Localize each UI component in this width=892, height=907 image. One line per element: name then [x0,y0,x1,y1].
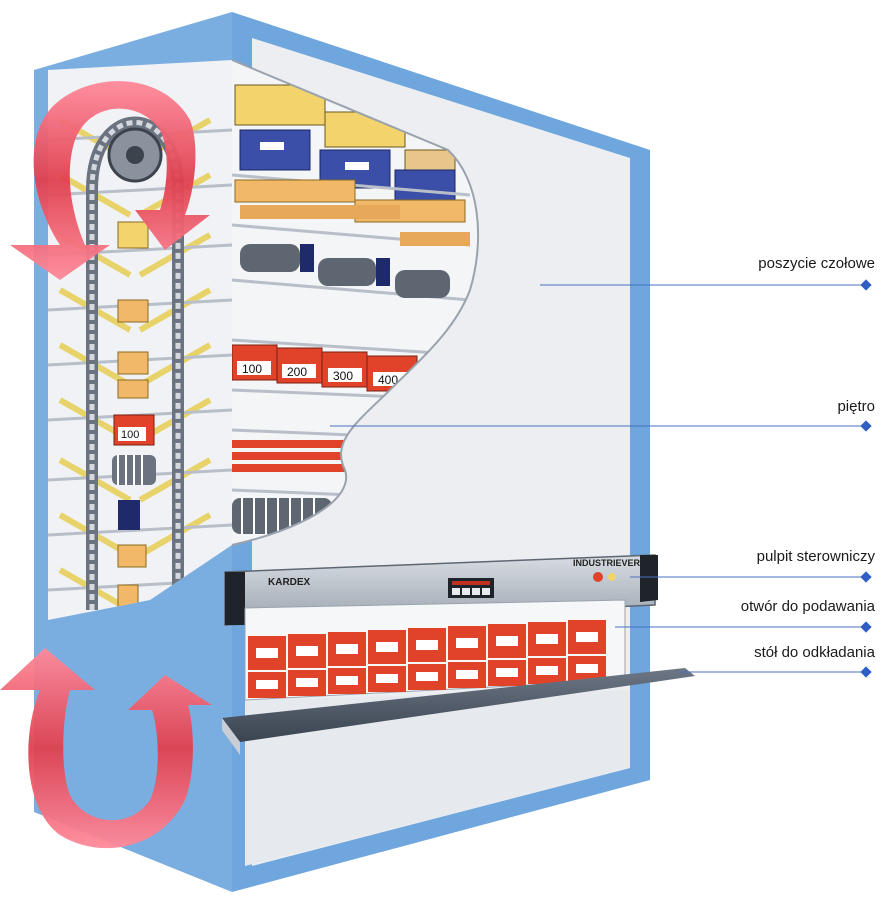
numbered-bins: 100 200 300 400 [232,344,418,392]
cutaway-interior: 100 200 300 400 [232,60,479,545]
label-access-opening: otwór do podawania [740,598,875,615]
motors [240,244,450,298]
brand-label: KARDEX [268,577,311,588]
access-opening [244,599,626,701]
lift-bin-label: 100 [121,429,139,441]
model-label: INDUSTRIEVER [573,558,641,568]
bin-label-100: 100 [242,362,262,376]
upper-arrow-icon [10,81,210,280]
shelf-table [222,668,695,742]
lower-front-panel [245,690,630,866]
emergency-button [593,572,603,582]
bin-label-300: 300 [333,369,353,383]
cutaway-edge [231,59,480,546]
bin-label-400: 400 [378,373,398,387]
label-front-panel: poszycie czołowe [758,255,875,272]
label-shelf-table: stół do odkładania [754,644,875,661]
label-control-panel: pulpit sterowniczy [756,548,875,565]
drawer-rows [232,440,352,472]
callout-leaders [330,279,872,678]
lower-arrow-icon [0,648,212,849]
keypad [448,578,494,598]
label-floor: piętro [837,398,875,415]
lift-coils [112,455,156,485]
bin-label-200: 200 [287,365,307,379]
rotation-arrows [0,81,212,849]
